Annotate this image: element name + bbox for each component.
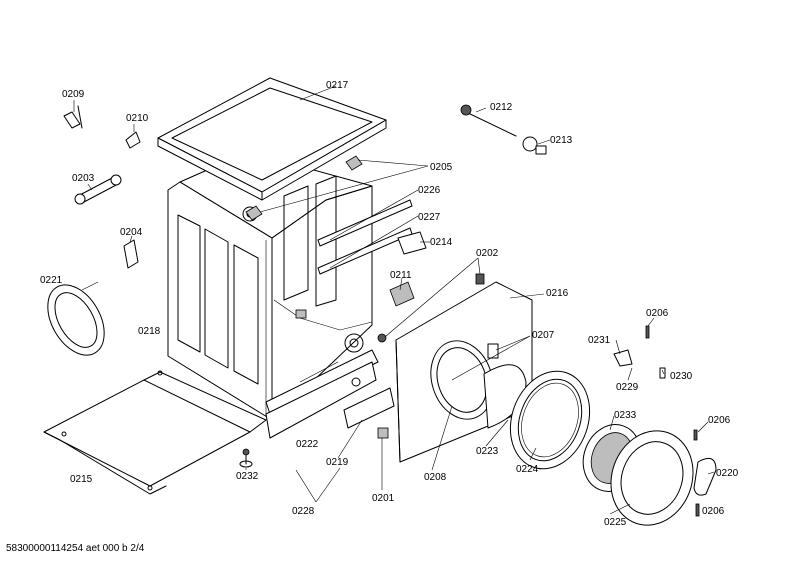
knob-0213-part bbox=[522, 136, 547, 155]
clip-0209-part bbox=[63, 105, 83, 129]
door-frame-part bbox=[509, 370, 591, 470]
pin-0206a-part bbox=[645, 325, 650, 339]
label-0211: 0211 bbox=[390, 270, 412, 281]
label-0220: 0220 bbox=[716, 468, 739, 479]
label-0216: 0216 bbox=[546, 288, 569, 299]
label-0231: 0231 bbox=[588, 335, 611, 346]
label-0202: 0202 bbox=[476, 248, 499, 259]
clip-0230-part bbox=[659, 367, 666, 379]
label-0217: 0217 bbox=[326, 80, 349, 91]
label-0230: 0230 bbox=[670, 371, 693, 382]
label-0225: 0225 bbox=[604, 517, 627, 528]
label-0228: 0228 bbox=[292, 506, 315, 517]
label-0209: 0209 bbox=[62, 89, 85, 100]
label-0212: 0212 bbox=[490, 102, 513, 113]
label-0204: 0204 bbox=[120, 227, 143, 238]
bolt-0212-part bbox=[460, 104, 517, 137]
label-0229: 0229 bbox=[616, 382, 639, 393]
label-0232: 0232 bbox=[236, 471, 259, 482]
hinge-0205-part bbox=[245, 155, 363, 221]
clip-0201-part bbox=[377, 427, 389, 439]
document-id-footer: 58300000114254 aet 000 b 2/4 bbox=[6, 543, 145, 554]
clip-0204-part bbox=[123, 239, 139, 269]
top-cover-part bbox=[157, 77, 387, 201]
front-panel-part bbox=[395, 281, 533, 463]
door-ring-part bbox=[610, 430, 694, 526]
label-0221: 0221 bbox=[40, 275, 63, 286]
pin-0206b-part bbox=[693, 429, 698, 441]
door-seal-part bbox=[47, 284, 105, 356]
label-0226: 0226 bbox=[418, 185, 441, 196]
label-0206-bottom: 0206 bbox=[702, 506, 725, 517]
label-0224: 0224 bbox=[516, 464, 539, 475]
bracket-0231-part bbox=[613, 349, 633, 367]
base-plate-part bbox=[43, 370, 267, 495]
label-0214: 0214 bbox=[430, 237, 453, 248]
panel-0219-part bbox=[343, 387, 395, 429]
label-0219: 0219 bbox=[326, 457, 349, 468]
cabinet-housing-part bbox=[167, 151, 379, 439]
label-0206-middle: 0206 bbox=[708, 415, 731, 426]
part-labels: 0209 0210 0203 0204 0221 0218 0217 0205 … bbox=[40, 80, 739, 528]
label-0223: 0223 bbox=[476, 446, 499, 457]
lock-0211-part bbox=[389, 281, 415, 307]
cover-0214-part bbox=[397, 231, 427, 255]
label-0215: 0215 bbox=[70, 474, 93, 485]
rail-0226-part bbox=[317, 199, 413, 247]
pin-0206c-part bbox=[695, 503, 700, 517]
label-0201: 0201 bbox=[372, 493, 395, 504]
label-0233: 0233 bbox=[614, 410, 637, 421]
leader-lines bbox=[73, 85, 715, 515]
spanner-0203-part bbox=[74, 174, 122, 205]
foot-0232-part bbox=[239, 448, 253, 468]
door-handle-part bbox=[693, 457, 717, 496]
bracket-0210-part bbox=[125, 131, 141, 149]
label-0210: 0210 bbox=[126, 113, 149, 124]
label-0206-top: 0206 bbox=[646, 308, 669, 319]
label-0222: 0222 bbox=[296, 439, 319, 450]
label-0208: 0208 bbox=[424, 472, 447, 483]
label-0227: 0227 bbox=[418, 212, 441, 223]
label-0218: 0218 bbox=[138, 326, 161, 337]
label-0203: 0203 bbox=[72, 173, 95, 184]
label-0205: 0205 bbox=[430, 162, 453, 173]
label-0213: 0213 bbox=[550, 135, 573, 146]
label-0207: 0207 bbox=[532, 330, 555, 341]
